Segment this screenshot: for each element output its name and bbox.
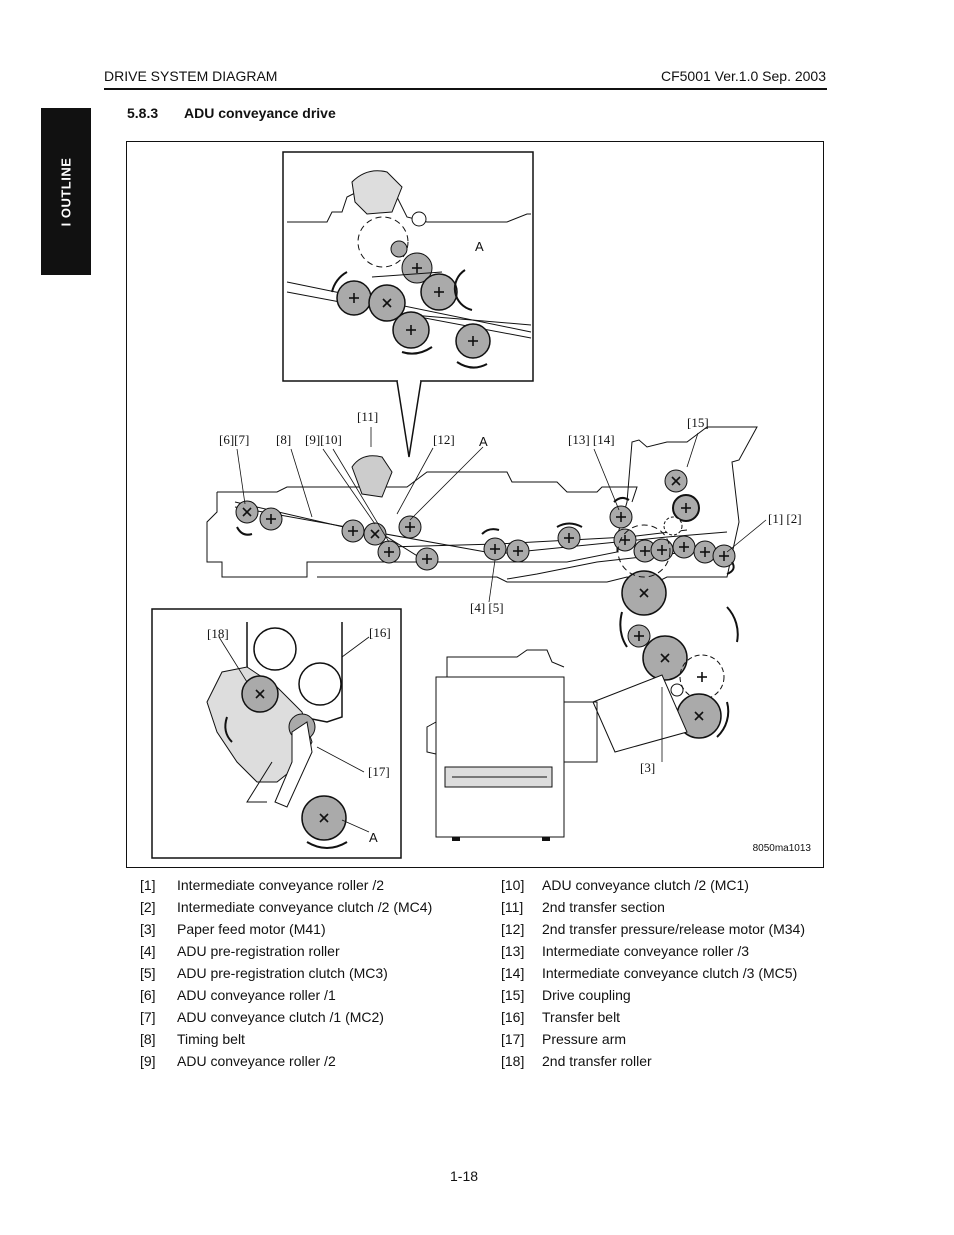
section-title: ADU conveyance drive: [184, 105, 336, 121]
callout-A-top: A: [475, 239, 484, 254]
legend-item: [17]Pressure arm: [501, 1031, 627, 1047]
header-doc-version: CF5001 Ver.1.0 Sep. 2003: [660, 68, 826, 84]
legend-item: [7]ADU conveyance clutch /1 (MC2): [140, 1009, 384, 1025]
detail-inset-top: A: [282, 151, 534, 458]
header-section-name: DRIVE SYSTEM DIAGRAM: [104, 68, 278, 84]
legend-item: [5]ADU pre-registration clutch (MC3): [140, 965, 388, 981]
legend-item: [13]Intermediate conveyance roller /3: [501, 943, 749, 959]
legend-item: [18]2nd transfer roller: [501, 1053, 652, 1069]
legend-item: [10]ADU conveyance clutch /2 (MC1): [501, 877, 749, 893]
drive-diagram-drawing: A: [151, 151, 802, 859]
callout-4-5: [4] [5]: [470, 600, 504, 615]
callout-17: [17]: [368, 764, 390, 779]
figure-code: 8050ma1013: [752, 843, 811, 854]
chapter-side-tab-label: I OUTLINE: [58, 157, 74, 226]
section-number: 5.8.3: [127, 105, 159, 121]
legend-item: [6]ADU conveyance roller /1: [140, 987, 336, 1003]
legend-item: [2]Intermediate conveyance clutch /2 (MC…: [140, 899, 433, 915]
callout-11: [11]: [357, 409, 378, 424]
callout-13-14: [13] [14]: [568, 432, 615, 447]
callout-A-main: A: [479, 434, 488, 449]
header-rule: [104, 88, 827, 90]
page-number: 1-18: [450, 1168, 479, 1184]
callout-15: [15]: [687, 415, 709, 430]
legend-item: [3]Paper feed motor (M41): [140, 921, 326, 937]
legend-left-column: [1]Intermediate conveyance roller /2 [2]…: [140, 877, 500, 1075]
legend-item: [15]Drive coupling: [501, 987, 631, 1003]
legend-item: [14]Intermediate conveyance clutch /3 (M…: [501, 965, 798, 981]
callout-leaders: [236, 427, 767, 762]
legend-item: [16]Transfer belt: [501, 1009, 621, 1025]
legend-right-column: [10]ADU conveyance clutch /2 (MC1) [11]2…: [501, 877, 831, 1075]
callout-12: [12]: [433, 432, 455, 447]
legend-item: [4]ADU pre-registration roller: [140, 943, 340, 959]
callout-18: [18]: [207, 626, 229, 641]
legend-item: [12]2nd transfer pressure/release motor …: [501, 921, 805, 937]
callout-8: [8]: [276, 432, 291, 447]
callout-1-2: [1] [2]: [768, 511, 802, 526]
main-conveyance-section: [206, 426, 758, 753]
drive-diagram-figure: A: [126, 141, 824, 868]
callout-6-7: [6][7]: [219, 432, 249, 447]
detail-inset-bottom-left: [151, 608, 402, 859]
callout-A-bottom: A: [369, 830, 378, 845]
chapter-side-tab: I OUTLINE: [41, 108, 91, 275]
legend-item: [1]Intermediate conveyance roller /2: [140, 877, 384, 893]
legend-item: [8]Timing belt: [140, 1031, 245, 1047]
callout-16: [16]: [369, 625, 391, 640]
callout-3: [3]: [640, 760, 655, 775]
legend-item: [9]ADU conveyance roller /2: [140, 1053, 336, 1069]
legend-item: [11]2nd transfer section: [501, 899, 665, 915]
callout-9-10: [9][10]: [305, 432, 342, 447]
machine-overview-sketch: [426, 649, 598, 841]
